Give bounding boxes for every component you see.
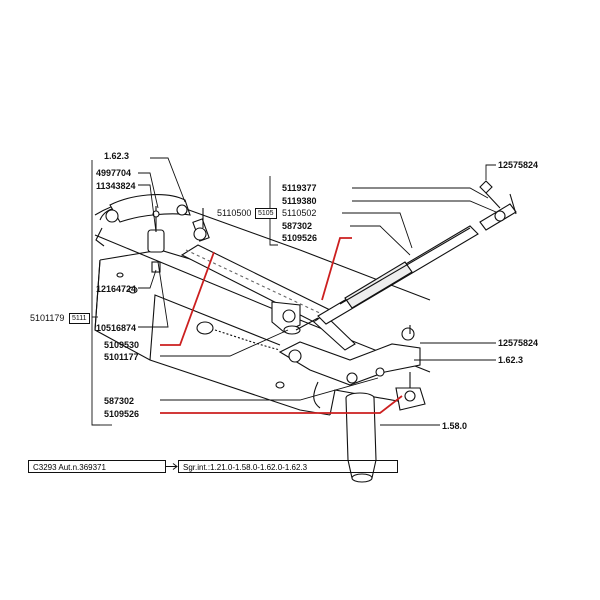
label-1-62-3-top: 1.62.3 [104,151,130,161]
steering-damper [295,180,517,331]
label-1-58-0: 1.58.0 [442,421,468,431]
idler-arm [278,325,426,411]
label-5109530: 5109530 [104,340,140,350]
label-5119380: 5119380 [282,196,317,206]
label-11343824: 11343824 [96,181,136,191]
group-reference: Sgr.int.:1.21.0-1.58.0-1.62.0-1.62.3 [178,460,398,473]
subframe [94,199,431,416]
label-12575824-top: 12575824 [498,160,539,170]
highlight-leaders [160,237,403,414]
label-5109526-top: 5109526 [282,233,318,243]
label-12575824-right: 12575824 [498,338,539,348]
steering-column [345,392,377,483]
drawing-code: C3293 Aut.n.369371 [28,460,166,473]
leader-lines [91,157,497,426]
arrow-right-icon [166,463,178,470]
label-1-62-3-right: 1.62.3 [498,355,524,365]
label-10516874: 10516874 [96,323,137,333]
label-5110500: 5110500 [217,208,252,218]
label-587302-top: 587302 [282,221,313,231]
left-mount-bracket [105,194,191,273]
label-5101177: 5101177 [104,352,139,362]
label-5109526-bottom: 5109526 [104,409,140,419]
label-587302-bottom: 587302 [104,396,135,406]
box-5105: 5105 [255,208,277,219]
reference-bar: C3293 Aut.n.369371 Sgr.int.:1.21.0-1.58.… [28,460,570,473]
label-5110502: 5110502 [282,208,317,218]
box-5111: 5111 [69,313,90,324]
label-4997704: 4997704 [96,168,132,178]
label-5101179: 5101179 [30,313,65,323]
label-12164724: 12164724 [96,284,137,294]
steering-rack [180,208,356,351]
label-5119377: 5119377 [282,183,317,193]
